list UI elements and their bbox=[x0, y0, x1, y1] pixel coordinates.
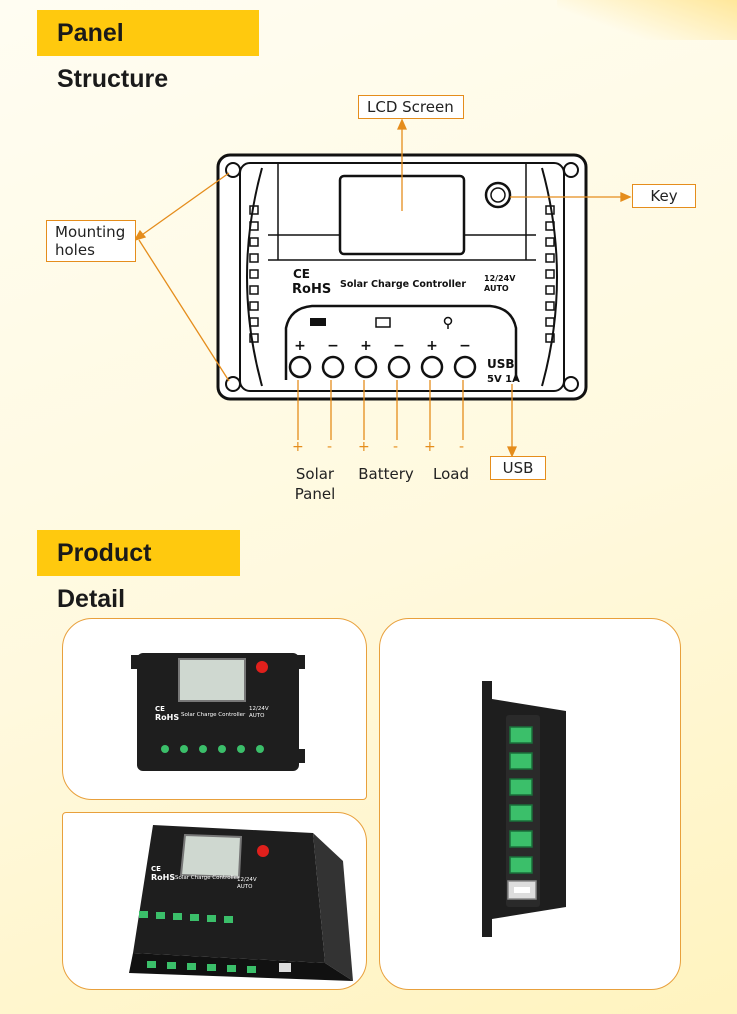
bulb-icon bbox=[443, 316, 453, 326]
rohs-mark: RoHS bbox=[292, 282, 331, 297]
photo-front-ce: CE bbox=[155, 705, 165, 713]
sign-solar-minus: - bbox=[327, 439, 333, 455]
photo-front-rohs: RoHS bbox=[155, 713, 179, 722]
photo-angled-auto: AUTO bbox=[237, 884, 253, 890]
usb-rating-label: 5V 1A bbox=[487, 374, 520, 385]
key-button-icon bbox=[256, 661, 268, 673]
svg-text:−: − bbox=[459, 338, 471, 354]
photo-front-voltage: 12/24V bbox=[249, 706, 269, 712]
product-photo-side bbox=[379, 618, 681, 990]
battery-icon bbox=[375, 317, 391, 328]
svg-text:+: + bbox=[294, 338, 306, 354]
product-photo-front: CE RoHS Solar Charge Controller 12/24V A… bbox=[62, 618, 367, 800]
panel-structure-diagram: + − + − + − CE RoHS Solar Charge Controller… bbox=[133, 118, 632, 458]
photo-angled-voltage: 12/24V bbox=[237, 877, 257, 883]
section-heading-product-detail: Product Detail bbox=[37, 530, 240, 613]
callout-usb: USB bbox=[490, 456, 546, 480]
terminal-label-solar-panel: Solar Panel bbox=[292, 464, 338, 504]
sign-solar-plus: + bbox=[292, 439, 304, 455]
controller-front-view: + − + − + − CE RoHS Solar Charge Controller… bbox=[216, 153, 588, 401]
sign-battery-plus: + bbox=[358, 439, 370, 455]
section-heading-panel-structure: Panel Structure bbox=[37, 10, 259, 93]
svg-text:−: − bbox=[393, 338, 405, 354]
photo-angled-rohs: RoHS bbox=[151, 873, 175, 882]
usb-port-label: USB bbox=[487, 357, 515, 371]
solar-label-line1: Solar bbox=[295, 465, 335, 483]
callout-mounting-holes: Mounting holes bbox=[46, 220, 136, 262]
svg-text:+: + bbox=[426, 338, 438, 354]
solar-panel-icon bbox=[310, 318, 326, 326]
key-button-angled-icon bbox=[257, 845, 269, 857]
ce-mark: CE bbox=[293, 267, 310, 281]
svg-text:−: − bbox=[327, 338, 339, 354]
voltage-label: 12/24V bbox=[484, 274, 516, 283]
photo-angled-ce: CE bbox=[151, 865, 161, 873]
photo-front-auto: AUTO bbox=[249, 713, 265, 719]
solar-label-line2: Panel bbox=[294, 485, 336, 503]
sign-battery-minus: - bbox=[393, 439, 399, 455]
callout-mounting-holes-line1: Mounting bbox=[55, 223, 126, 241]
terminal-label-load: Load bbox=[433, 465, 469, 483]
product-photo-angled: CE RoHS Solar Charge Controller 12/24V A… bbox=[62, 812, 367, 990]
photo-angled-name: Solar Charge Controller bbox=[175, 875, 240, 881]
svg-text:+: + bbox=[360, 338, 372, 354]
terminal-label-battery: Battery bbox=[358, 465, 414, 483]
sign-load-plus: + bbox=[424, 439, 436, 455]
corner-decoration bbox=[557, 0, 737, 40]
auto-label: AUTO bbox=[484, 284, 509, 293]
photo-front-name: Solar Charge Controller bbox=[181, 712, 246, 718]
product-name-label: Solar Charge Controller bbox=[340, 279, 466, 290]
sign-load-minus: - bbox=[459, 439, 465, 455]
callout-lcd-screen: LCD Screen bbox=[358, 95, 464, 119]
callout-key: Key bbox=[632, 184, 696, 208]
callout-mounting-holes-line2: holes bbox=[55, 241, 95, 259]
